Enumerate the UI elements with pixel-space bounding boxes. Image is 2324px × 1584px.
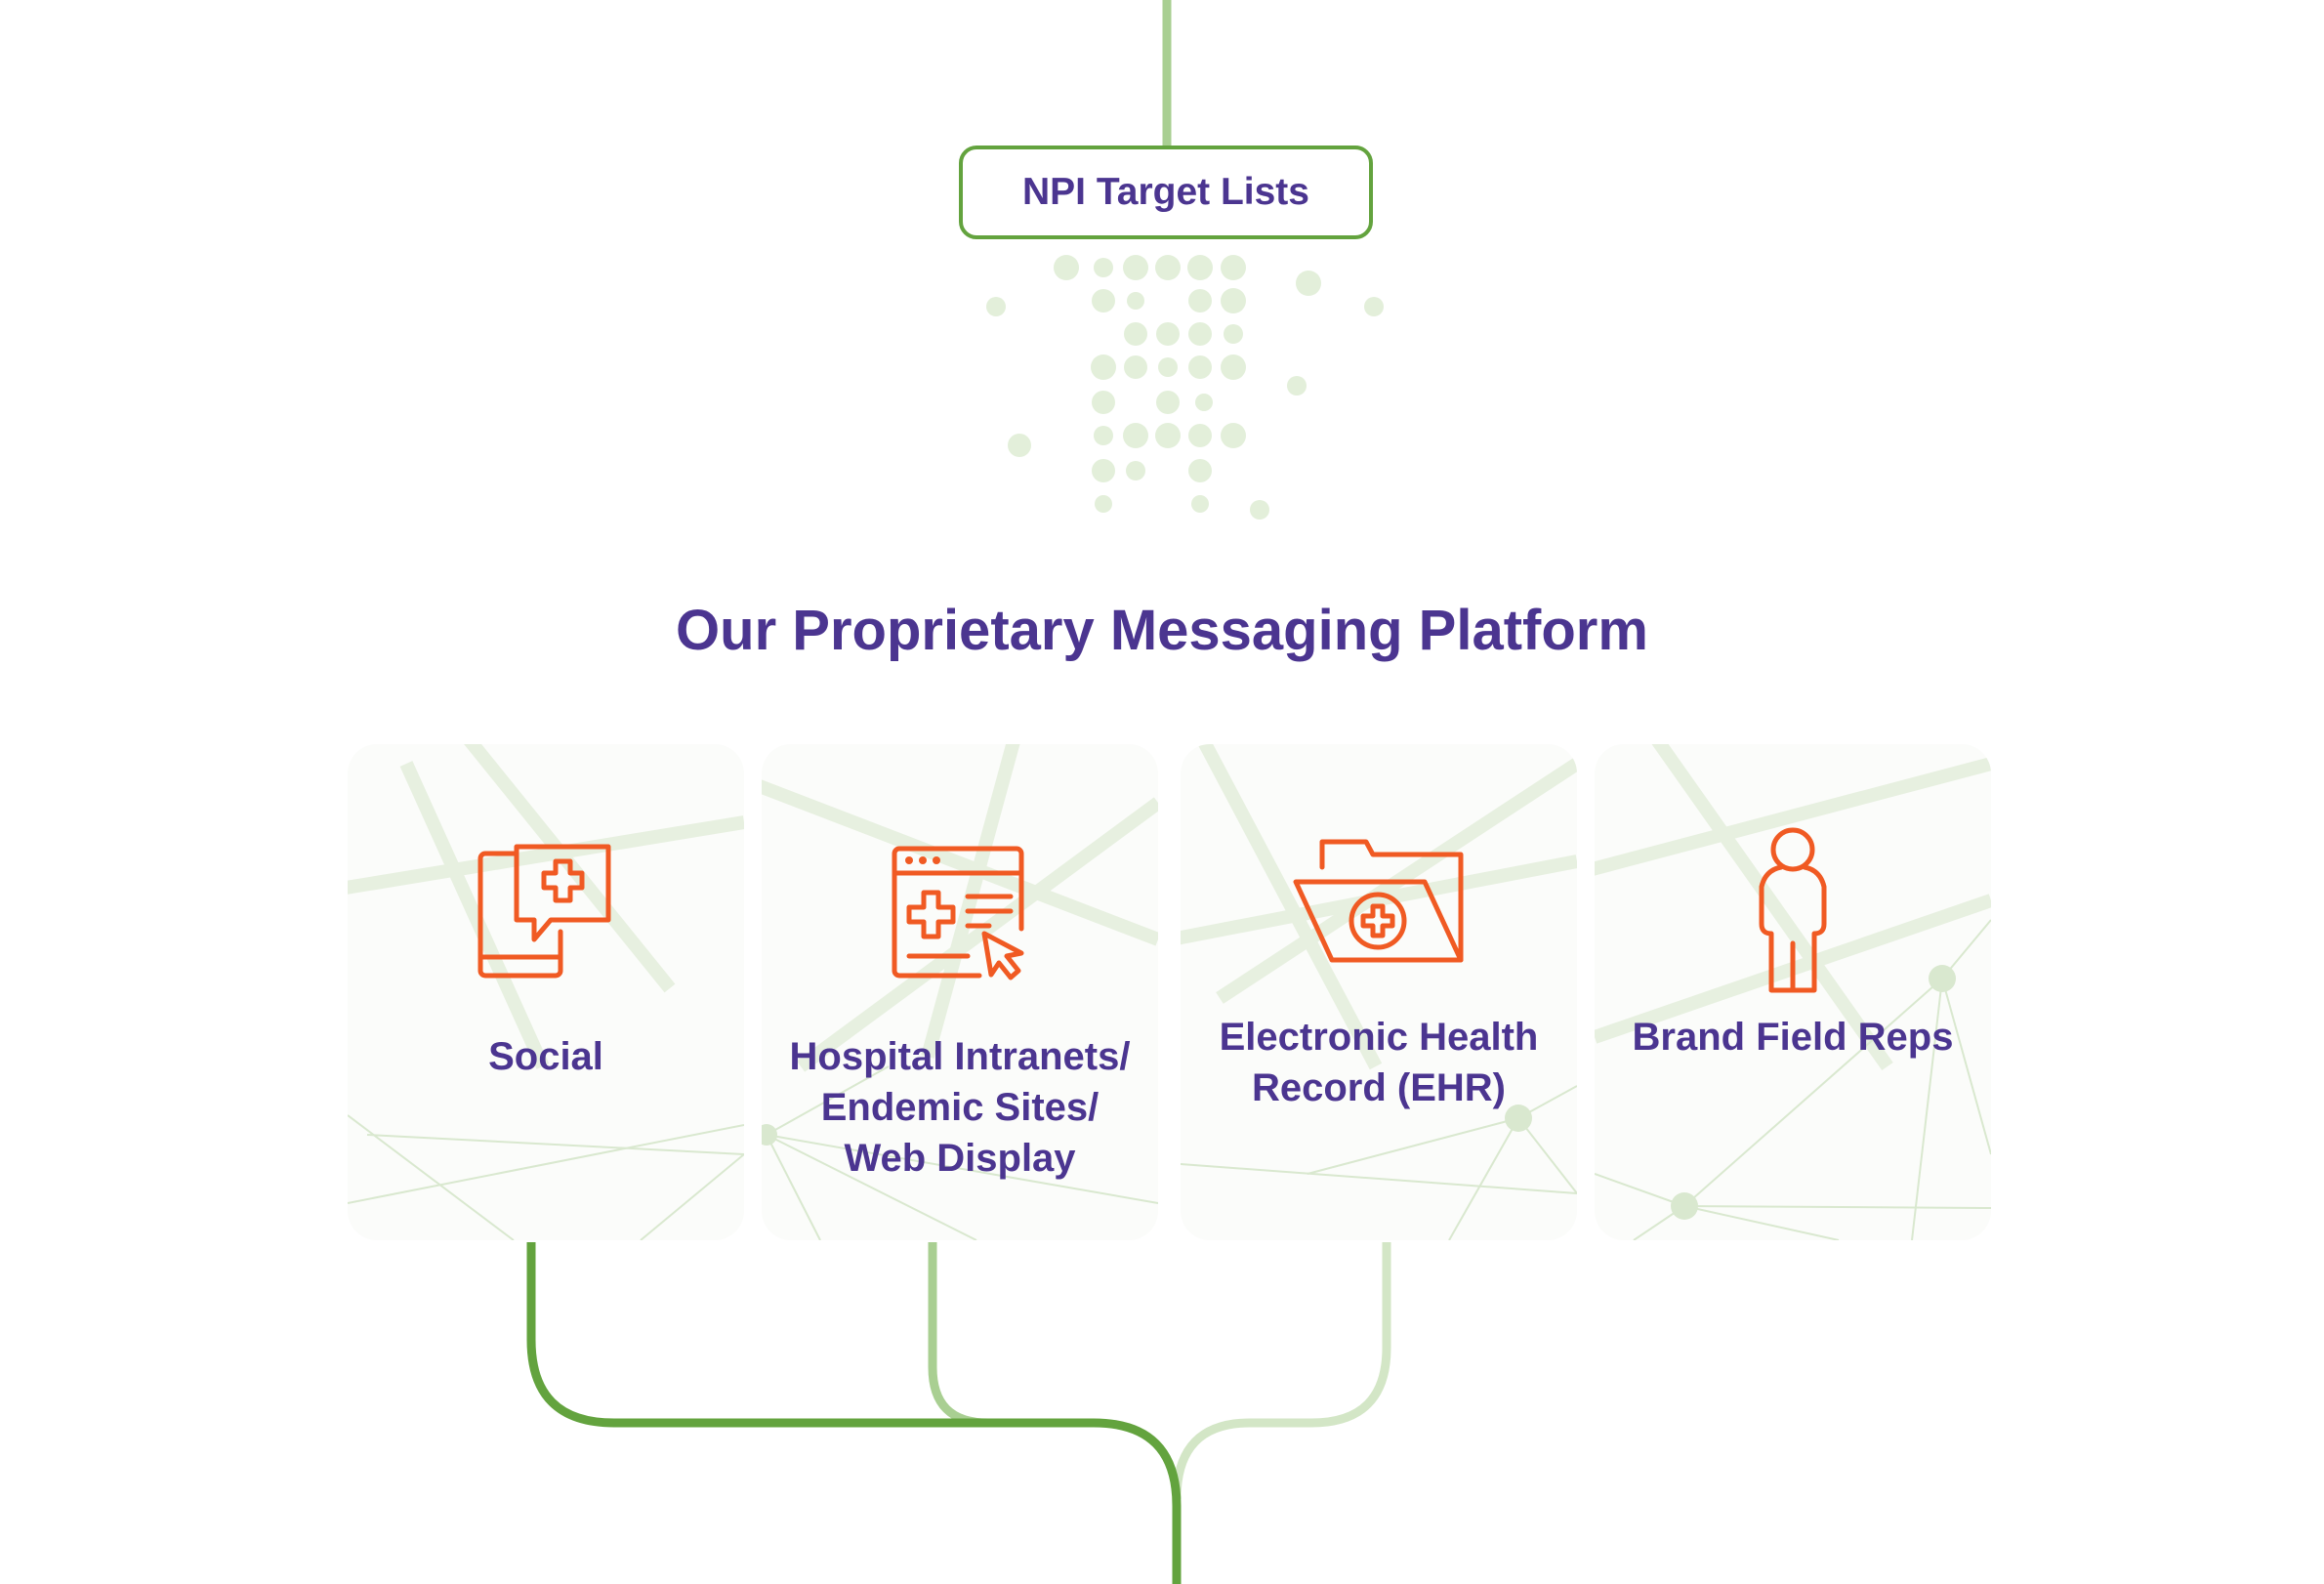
decorative-dot	[1092, 289, 1115, 313]
channel-card-ehr: Electronic Health Record (EHR)	[1181, 744, 1577, 1240]
decorative-dot	[1188, 322, 1212, 346]
decorative-dot	[1124, 322, 1147, 346]
decorative-dot	[1094, 258, 1113, 277]
decorative-dot	[1156, 391, 1180, 414]
decorative-dot	[1188, 355, 1212, 379]
channel-label-brand-field-reps: Brand Field Reps	[1632, 1016, 1954, 1059]
decorative-dot	[1095, 495, 1112, 513]
npi-target-lists-label: NPI Target Lists	[1021, 171, 1309, 213]
channel-label-social: Social	[488, 1035, 603, 1078]
connector-from-social	[526, 1242, 1182, 1584]
decorative-dot	[1092, 391, 1115, 414]
decorative-dot	[1191, 495, 1209, 513]
decorative-dot	[1364, 297, 1384, 316]
channel-label-ehr: Electronic Health Record (EHR)	[1219, 1016, 1539, 1109]
mobile-chat-medical-icon	[477, 844, 611, 979]
decorative-dot	[1091, 354, 1116, 380]
decorative-dot	[1155, 423, 1181, 448]
decorative-dot	[986, 297, 1006, 316]
decorative-dot	[1224, 324, 1243, 344]
medical-folder-icon	[1293, 839, 1464, 963]
decorative-dot	[1287, 376, 1307, 396]
decorative-dot	[1092, 459, 1115, 482]
decorative-dot	[1054, 255, 1079, 280]
decorative-dot	[1094, 426, 1113, 445]
platform-heading: Our Proprietary Messaging Platform	[676, 599, 1648, 662]
channel-card-hospital-intranets: Hospital Intranets/ Endemic Sites/ Web D…	[762, 744, 1158, 1240]
connector-from-ehr	[1172, 1242, 1391, 1500]
channel-card-brand-field-reps: Brand Field Reps	[1595, 744, 1991, 1240]
decorative-dot	[1195, 394, 1213, 411]
decorative-dot	[1158, 357, 1178, 377]
network-pattern	[1595, 744, 1991, 1240]
decorative-dot	[1123, 255, 1148, 280]
channel-label-hospital-intranets: Hospital Intranets/ Endemic Sites/ Web D…	[789, 1035, 1131, 1180]
decorative-dot	[1221, 423, 1246, 448]
decorative-dot	[1188, 289, 1212, 313]
network-pattern	[1181, 744, 1577, 1240]
decorative-dot	[1221, 354, 1246, 380]
decorative-dot	[1296, 271, 1321, 296]
decorative-dot	[1188, 459, 1212, 482]
decorative-dot	[1155, 255, 1181, 280]
network-pattern	[348, 744, 744, 1240]
decorative-dot	[1187, 255, 1213, 280]
decorative-dot	[1156, 322, 1180, 346]
channel-card-social: Social	[348, 744, 744, 1240]
decorative-dot	[1188, 424, 1212, 447]
browser-medical-click-icon	[892, 846, 1024, 980]
npi-target-lists-box: NPI Target Lists	[959, 146, 1373, 239]
decorative-dot	[1127, 292, 1144, 310]
decorative-dot	[1221, 288, 1246, 313]
decorative-dot	[1124, 355, 1147, 379]
decorative-dot	[1123, 423, 1148, 448]
decorative-dot	[1221, 255, 1246, 280]
decorative-dot	[1008, 434, 1031, 457]
person-icon	[1759, 827, 1827, 993]
decorative-dot	[1250, 500, 1269, 520]
decorative-dot	[1126, 461, 1145, 480]
